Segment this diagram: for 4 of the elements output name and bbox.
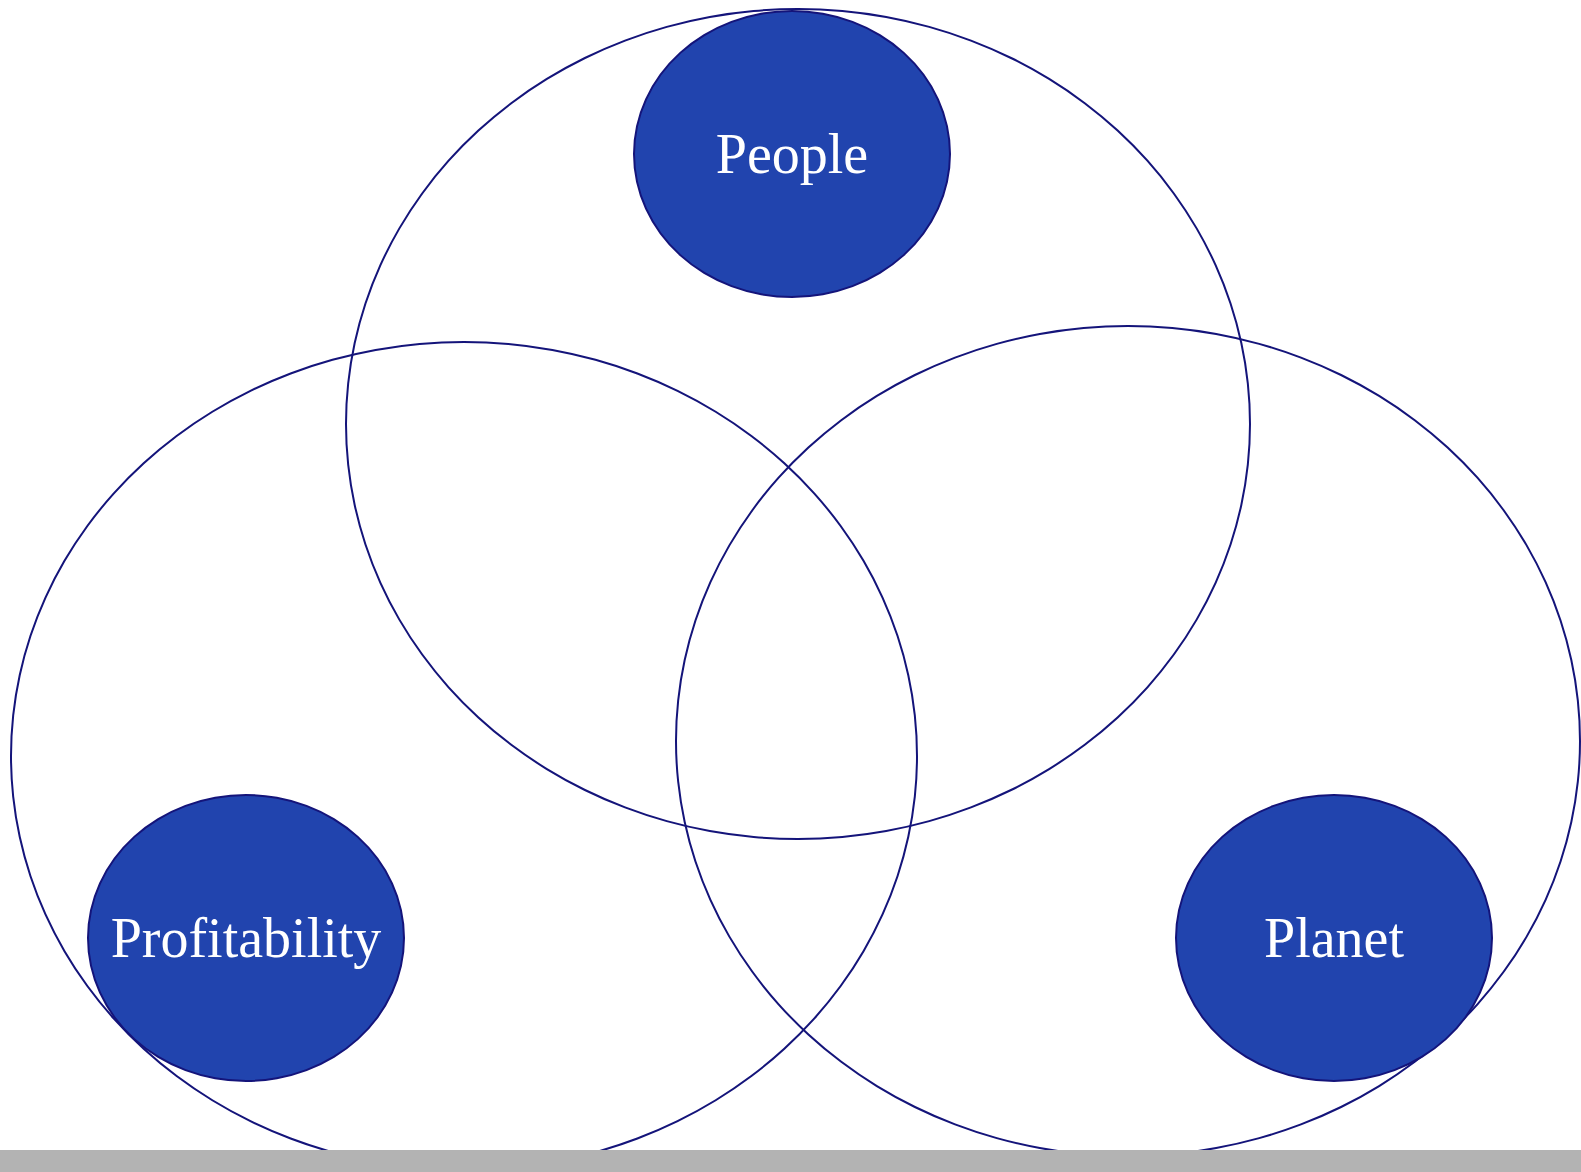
category-label: People xyxy=(715,122,869,186)
category-label: Planet xyxy=(1264,906,1404,970)
category-label: Profitability xyxy=(110,906,382,970)
venn-ellipse xyxy=(345,8,1251,840)
